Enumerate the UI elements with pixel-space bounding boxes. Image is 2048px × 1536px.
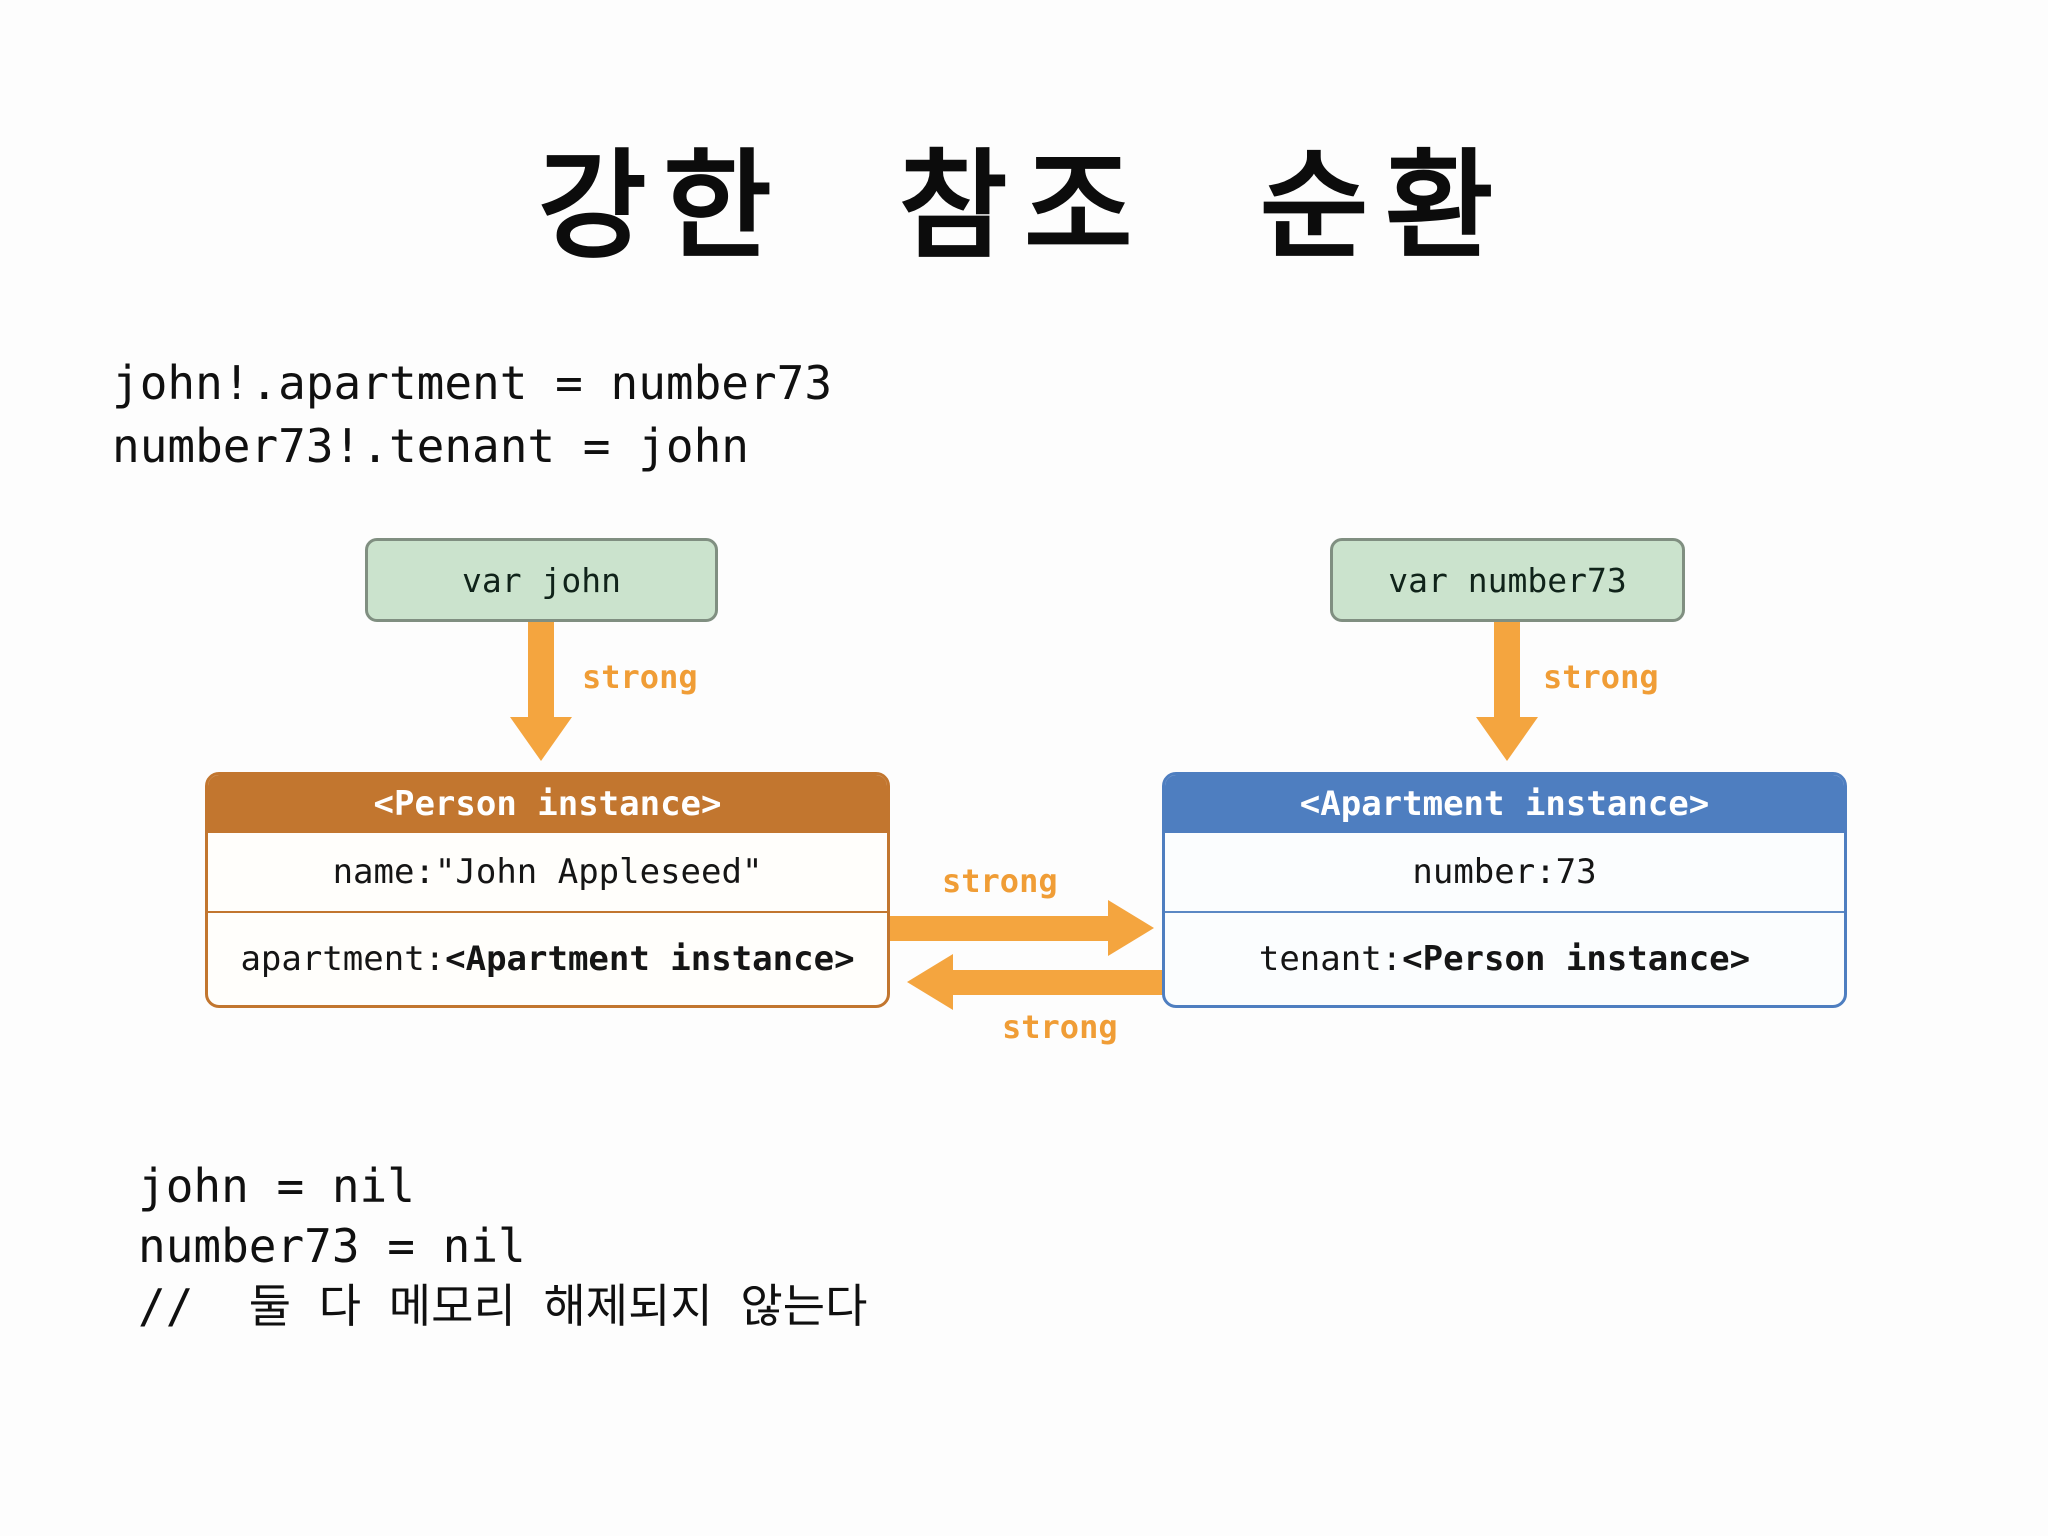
apartment-instance-box: <Apartment instance> number: 73 tenant: … — [1162, 772, 1847, 1008]
strong-label-number73: strong — [1543, 658, 1659, 696]
slide-title: 강한 참조 순환 — [538, 137, 1510, 275]
apartment-number-value: 73 — [1555, 852, 1597, 892]
bottom-code-line-3: // 둘 다 메모리 해제되지 않는다 — [138, 1279, 868, 1333]
var-number73-box: var number73 — [1330, 538, 1685, 622]
number73-strong-arrow-head-icon — [1476, 717, 1538, 761]
var-john-box: var john — [365, 538, 718, 622]
person-to-apartment-arrow-head-icon — [1108, 900, 1154, 956]
apartment-tenant-row: tenant: <Person instance> — [1165, 911, 1844, 1005]
apartment-number-row: number: 73 — [1165, 833, 1844, 911]
top-code-line-1: john!.apartment = number73 — [112, 356, 833, 410]
person-name-row: name: "John Appleseed" — [208, 833, 887, 911]
john-strong-arrow-shaft — [528, 622, 554, 718]
var-number73-label: var number73 — [1388, 560, 1627, 600]
apartment-to-person-arrow-shaft — [953, 970, 1165, 995]
top-code-block: john!.apartment = number73 number73!.tena… — [112, 352, 832, 478]
bottom-code-line-1: john = nil — [138, 1159, 415, 1213]
person-instance-header: <Person instance> — [208, 775, 887, 833]
top-code-line-2: number73!.tenant = john — [112, 419, 749, 473]
apartment-instance-header: <Apartment instance> — [1165, 775, 1844, 833]
bottom-code-line-2: number73 = nil — [138, 1219, 526, 1273]
apartment-number-label: number: — [1412, 852, 1556, 892]
person-apartment-value: <Apartment instance> — [445, 939, 855, 979]
var-john-label: var john — [462, 560, 621, 600]
person-name-label: name: — [332, 852, 435, 892]
person-apartment-row: apartment: <Apartment instance> — [208, 911, 887, 1005]
apartment-to-person-arrow-head-icon — [907, 954, 953, 1010]
person-apartment-label: apartment: — [240, 939, 446, 979]
person-instance-box: <Person instance> name: "John Appleseed"… — [205, 772, 890, 1008]
apartment-tenant-value: <Person instance> — [1402, 939, 1751, 979]
strong-label-forward: strong — [942, 862, 1058, 900]
strong-label-john: strong — [582, 658, 698, 696]
apartment-tenant-label: tenant: — [1258, 939, 1403, 979]
john-strong-arrow-head-icon — [510, 717, 572, 761]
person-to-apartment-arrow-shaft — [885, 916, 1108, 941]
number73-strong-arrow-shaft — [1494, 622, 1520, 718]
person-name-value: "John Appleseed" — [434, 852, 763, 892]
strong-label-backward: strong — [1002, 1008, 1118, 1046]
bottom-code-block: john = nil number73 = nil // 둘 다 메모리 해제되지 … — [138, 1156, 867, 1336]
